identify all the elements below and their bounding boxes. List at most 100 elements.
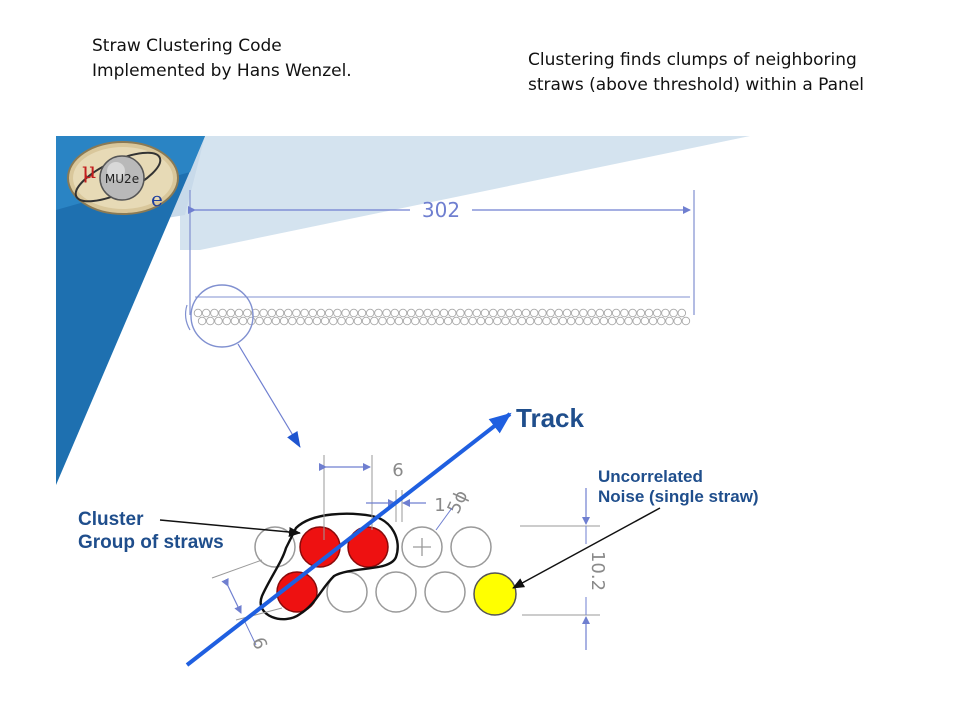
note-right-line-2: straws (above threshold) within a Panel bbox=[528, 75, 865, 95]
panel-straw bbox=[316, 308, 326, 318]
panel-straw bbox=[575, 316, 584, 326]
panel-straw bbox=[587, 308, 596, 318]
panel-straw bbox=[333, 308, 342, 318]
panel-straw bbox=[546, 308, 555, 318]
panel-straw bbox=[566, 316, 576, 326]
panel-straw bbox=[370, 316, 379, 326]
height-label: 10.2 bbox=[587, 551, 608, 591]
panel-straw bbox=[648, 316, 658, 326]
panel-straw bbox=[443, 316, 453, 326]
panel-straw bbox=[312, 316, 322, 326]
panel-straw bbox=[226, 308, 236, 318]
panel-straw bbox=[193, 308, 203, 318]
track-line bbox=[185, 412, 512, 667]
panel-straw bbox=[378, 316, 387, 326]
panel-straw bbox=[300, 308, 309, 318]
logo-text: MU2e bbox=[105, 172, 139, 186]
panel-straw bbox=[501, 316, 510, 326]
panel-straw bbox=[497, 308, 506, 318]
panel-straw bbox=[361, 316, 371, 326]
panel-straw bbox=[456, 308, 465, 318]
detail-arrow bbox=[237, 343, 301, 448]
header-left-note: Straw Clustering Code Implemented by Han… bbox=[92, 34, 352, 84]
panel-straw bbox=[427, 316, 436, 326]
note-left-line-1: Straw Clustering Code bbox=[92, 36, 282, 56]
straw bbox=[375, 571, 417, 613]
panel-straw bbox=[464, 308, 473, 318]
panel-straw bbox=[423, 308, 432, 318]
panel-straw bbox=[505, 308, 514, 318]
panel-straw bbox=[657, 316, 666, 326]
panel-straw bbox=[509, 316, 518, 326]
panel-straw bbox=[681, 316, 691, 326]
straw bbox=[450, 526, 492, 568]
panel-straw bbox=[640, 316, 650, 326]
panel-straw bbox=[460, 316, 469, 326]
panel-straw bbox=[341, 308, 350, 318]
cluster-label-line-1: Cluster bbox=[78, 509, 144, 530]
panel-straw bbox=[439, 308, 449, 318]
panel-straw bbox=[521, 308, 531, 318]
panel-straw bbox=[599, 316, 609, 326]
panel-straw bbox=[644, 308, 654, 318]
panel-straw bbox=[488, 308, 498, 318]
banner-light-band bbox=[180, 136, 750, 250]
panel-straw bbox=[222, 316, 231, 326]
panel-straw bbox=[255, 316, 264, 326]
panel-straw bbox=[402, 316, 412, 326]
panel-straw bbox=[197, 316, 207, 326]
panel-straw bbox=[353, 316, 363, 326]
track-label: Track bbox=[516, 403, 584, 433]
panel-straw bbox=[296, 316, 305, 326]
panel-straw bbox=[275, 308, 285, 318]
panel-straw bbox=[337, 316, 346, 326]
panel-straw bbox=[632, 316, 641, 326]
panel-straw bbox=[538, 308, 547, 318]
panel-straw bbox=[550, 316, 559, 326]
cluster-label-line-2: Group of straws bbox=[78, 532, 224, 553]
panel-straw bbox=[201, 308, 211, 318]
straw bbox=[424, 571, 466, 613]
cluster-outline bbox=[259, 512, 399, 621]
panel-straw bbox=[308, 308, 318, 318]
panel-straw bbox=[435, 316, 445, 326]
panel-straw bbox=[447, 308, 457, 318]
panel-straw bbox=[279, 316, 289, 326]
logo-e: e bbox=[151, 187, 163, 211]
diameter-leader bbox=[435, 507, 453, 531]
panel-straw bbox=[636, 308, 646, 318]
panel-straw bbox=[616, 316, 625, 326]
header-right-note: Clustering finds clumps of neighboring s… bbox=[528, 48, 864, 98]
diameter-label: 5ϕ bbox=[443, 487, 472, 517]
cluster-pointer bbox=[159, 519, 301, 537]
panel-straw bbox=[210, 308, 219, 318]
banner-dark-wedge bbox=[56, 136, 205, 485]
panel-straw bbox=[579, 308, 588, 318]
panel-straw bbox=[620, 308, 629, 318]
note-right-line-1: Clustering finds clumps of neighboring bbox=[528, 50, 857, 70]
panel-straw bbox=[628, 308, 637, 318]
panel-straw bbox=[480, 308, 490, 318]
panel-straw bbox=[513, 308, 523, 318]
panel-straw bbox=[267, 308, 277, 318]
note-left-line-2: Implemented by Hans Wenzel. bbox=[92, 61, 352, 81]
pitch-dimension: 6 bbox=[319, 455, 404, 540]
panel-straw bbox=[661, 308, 670, 318]
panel-straw bbox=[554, 308, 564, 318]
wall-dimension: 1 bbox=[366, 490, 446, 522]
panel-straw bbox=[603, 308, 613, 318]
mu2e-logo: MU2e μ e bbox=[67, 141, 179, 215]
hit-straw bbox=[276, 571, 318, 613]
panel-straw bbox=[238, 316, 248, 326]
panel-straw bbox=[365, 308, 375, 318]
panel-straw bbox=[534, 316, 543, 326]
panel-straw bbox=[677, 308, 687, 318]
panel-straw bbox=[476, 316, 486, 326]
panel-straw bbox=[583, 316, 592, 326]
panel-straw-row bbox=[193, 308, 691, 326]
panel-straw bbox=[529, 308, 539, 318]
height-dimension: 10.2 bbox=[520, 488, 608, 650]
panel-straw bbox=[570, 308, 580, 318]
panel-straw bbox=[320, 316, 330, 326]
